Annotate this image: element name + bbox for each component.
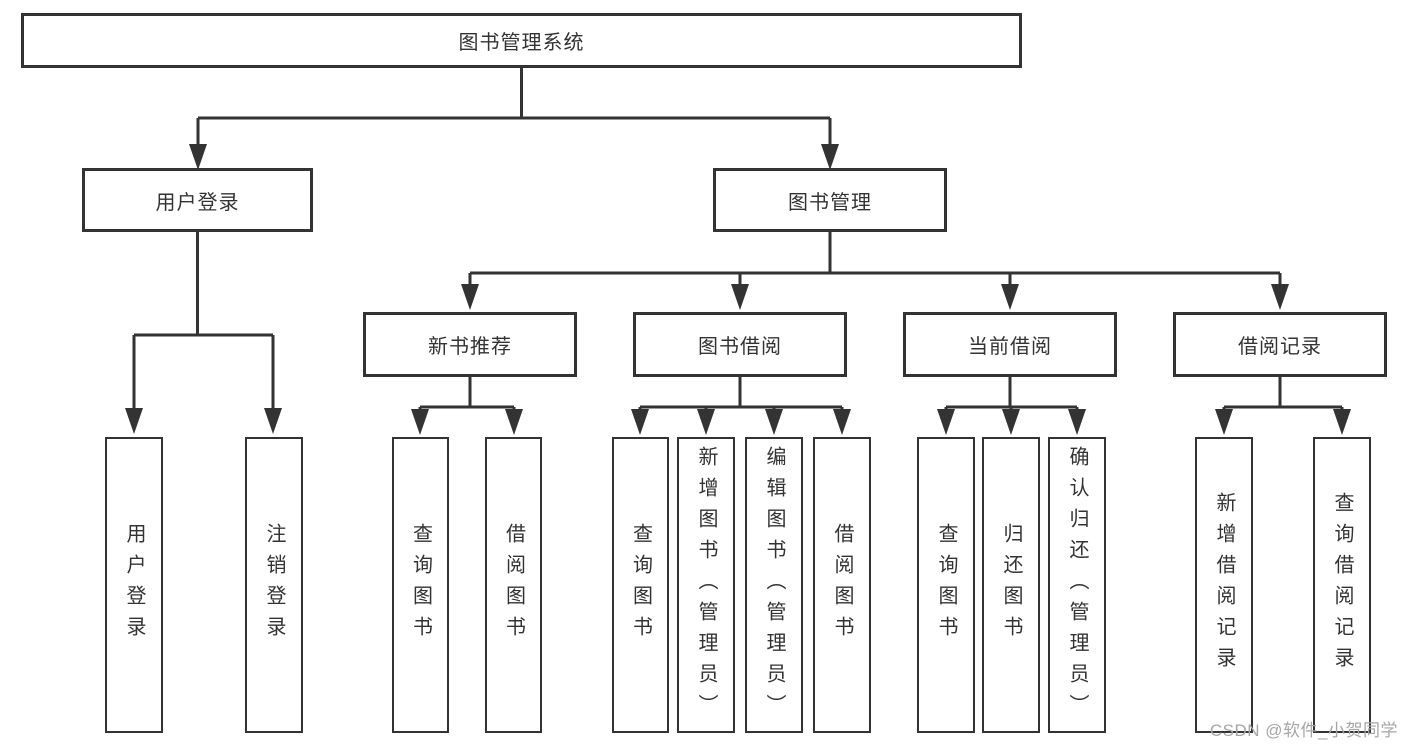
node-current-borrow: 当前借阅 [903, 312, 1117, 377]
leaf-nb-borrow-books: 借阅图书 [485, 437, 542, 733]
node-book-borrow-label: 图书借阅 [698, 336, 782, 358]
node-borrow-records: 借阅记录 [1173, 312, 1387, 377]
leaf-br-query-borrow-record-label: 查询借阅记录 [1331, 492, 1353, 678]
leaf-bb-query-books-label: 查询图书 [629, 523, 652, 647]
leaf-bb-edit-books-admin: 编辑图书（管理员） [745, 437, 803, 733]
leaf-br-query-borrow-record: 查询借阅记录 [1313, 437, 1371, 733]
leaf-bb-add-books-admin: 新增图书（管理员） [677, 437, 735, 733]
arrowhead-group [125, 144, 1351, 435]
node-new-book-recommend-label: 新书推荐 [428, 336, 512, 358]
leaf-cb-query-books-label: 查询图书 [935, 523, 957, 647]
leaf-bb-add-books-admin-label: 新增图书（管理员） [695, 445, 717, 725]
leaf-bb-query-books: 查询图书 [612, 437, 669, 733]
leaf-bb-borrow-books-label: 借阅图书 [831, 523, 853, 647]
leaf-nb-query-books: 查询图书 [392, 437, 449, 733]
leaf-br-add-borrow-record-label: 新增借阅记录 [1213, 492, 1235, 678]
leaf-bb-edit-books-admin-label: 编辑图书（管理员） [763, 445, 785, 725]
leaf-logout: 注销登录 [245, 437, 303, 733]
leaf-bb-borrow-books: 借阅图书 [813, 437, 871, 733]
leaf-cb-confirm-return-admin-label: 确认归还（管理员） [1066, 445, 1088, 725]
leaf-user-login: 用户登录 [105, 437, 163, 733]
node-root-system: 图书管理系统 [21, 13, 1022, 68]
node-root-label: 图书管理系统 [458, 32, 585, 54]
leaf-logout-label: 注销登录 [263, 523, 285, 647]
leaf-cb-return-books: 归还图书 [982, 437, 1040, 733]
node-user-login: 用户登录 [82, 168, 313, 232]
leaf-nb-query-books-label: 查询图书 [409, 523, 432, 647]
node-user-login-label: 用户登录 [155, 191, 240, 214]
node-current-borrow-label: 当前借阅 [968, 336, 1052, 358]
leaf-cb-return-books-label: 归还图书 [1000, 523, 1022, 647]
node-borrow-records-label: 借阅记录 [1238, 336, 1322, 358]
leaf-cb-query-books: 查询图书 [917, 437, 975, 733]
node-new-book-recommend: 新书推荐 [363, 312, 577, 377]
leaf-user-login-label: 用户登录 [123, 523, 145, 647]
node-book-borrow: 图书借阅 [633, 312, 847, 377]
node-book-management-label: 图书管理 [788, 191, 872, 214]
leaf-nb-borrow-books-label: 借阅图书 [502, 523, 525, 647]
node-book-management: 图书管理 [713, 168, 947, 232]
leaf-cb-confirm-return-admin: 确认归还（管理员） [1048, 437, 1106, 733]
leaf-br-add-borrow-record: 新增借阅记录 [1195, 437, 1253, 733]
